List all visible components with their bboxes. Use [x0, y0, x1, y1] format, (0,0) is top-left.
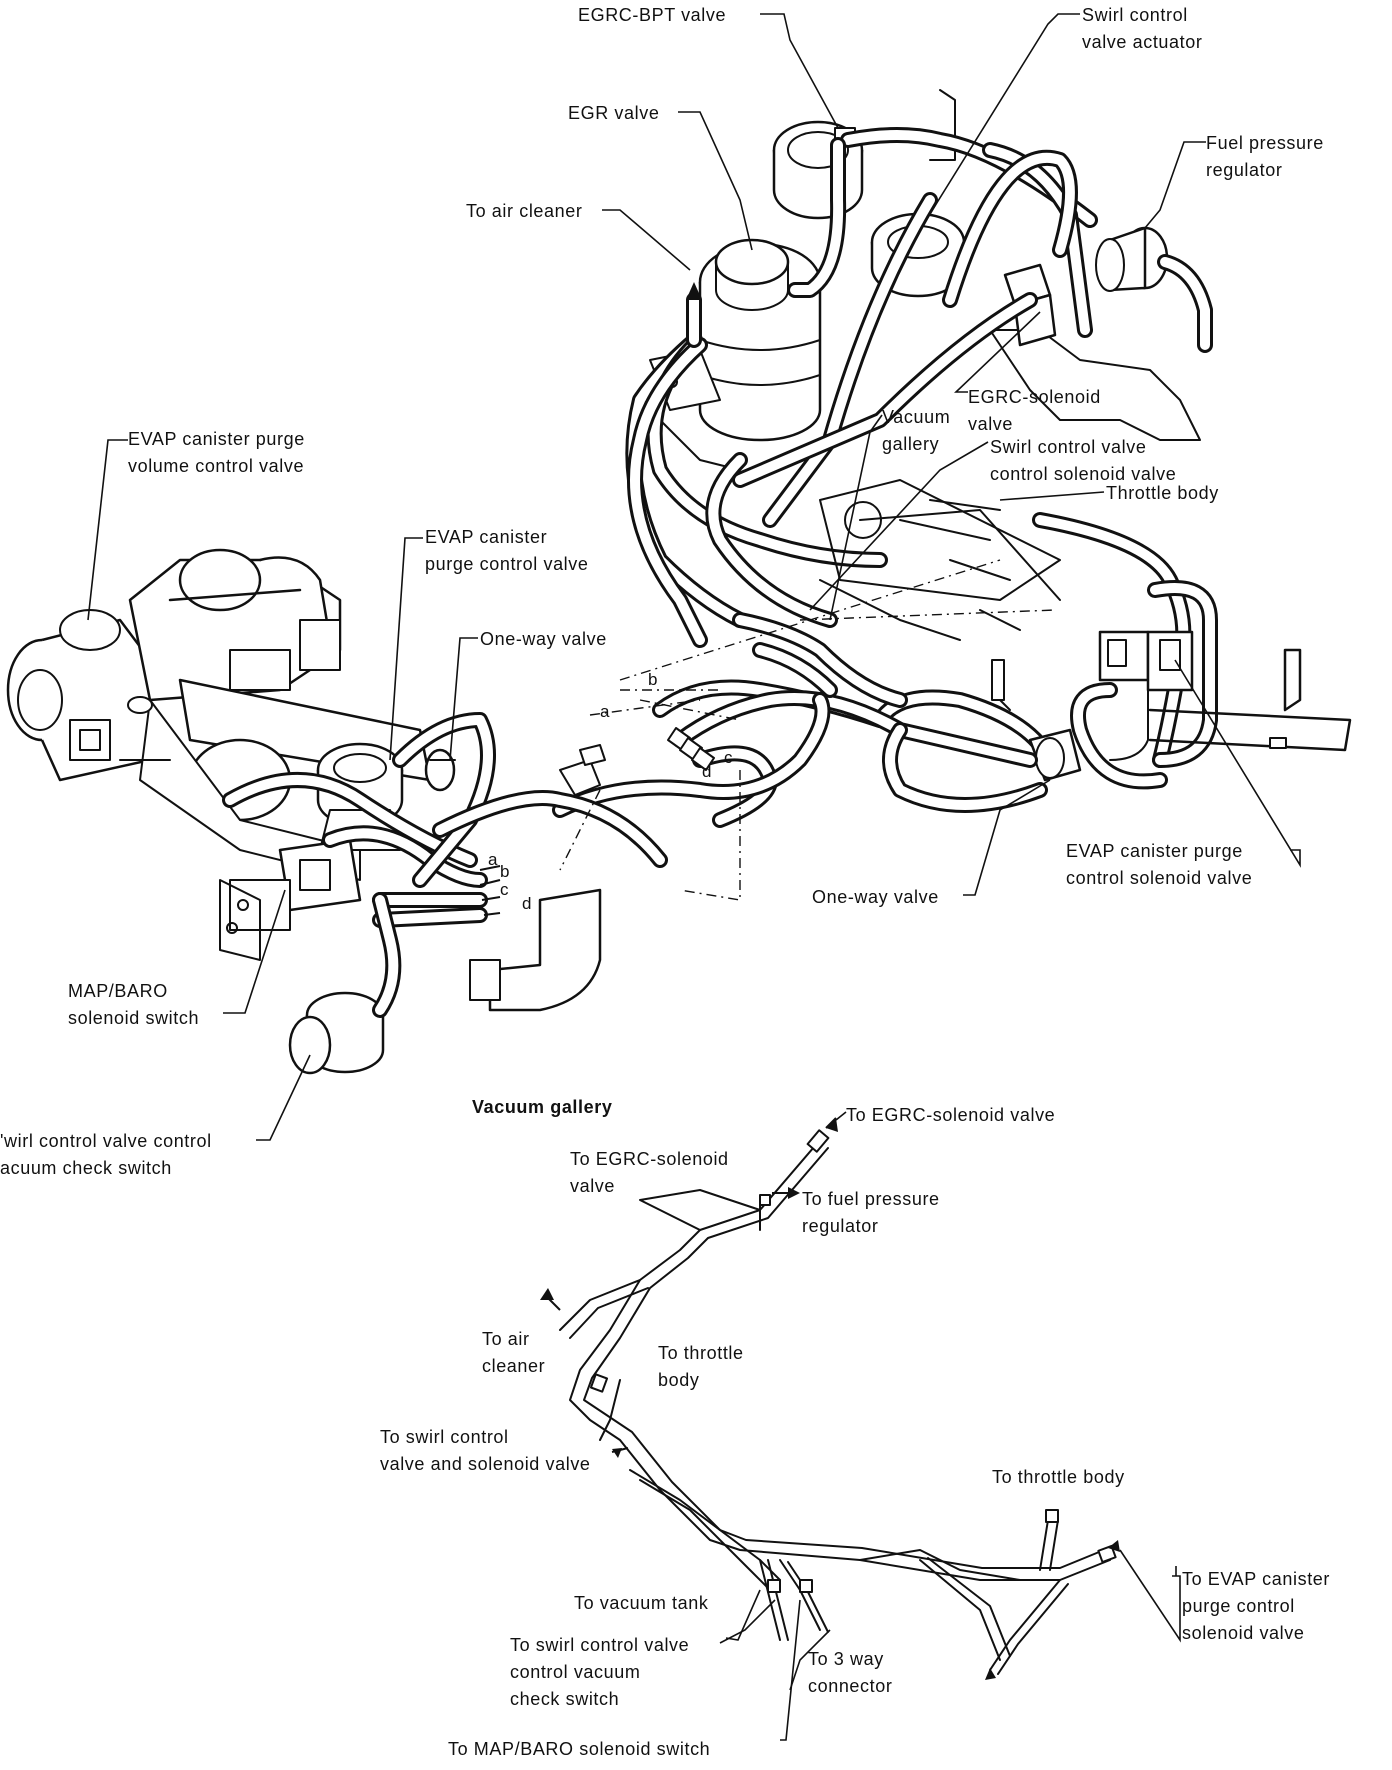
gallery-label-to-swirl-and-solenoid: To swirl control valve and solenoid valv… — [380, 1427, 591, 1474]
label-egrc-solenoid: EGRC-solenoid valve — [968, 387, 1101, 434]
gallery-label-to-map-baro: To MAP/BARO solenoid switch — [448, 1739, 711, 1759]
vacuum-gallery-schematic — [540, 1111, 1181, 1741]
label-vacuum-gallery: Vacuum gallery — [882, 407, 951, 454]
gallery-label-to-egrc-top: To EGRC-solenoid valve — [846, 1105, 1056, 1125]
gallery-label-to-egrc-left: To EGRC-solenoid valve — [570, 1149, 729, 1196]
map-baro-solenoid-part — [229, 838, 362, 931]
connector-letter-c-lower: c — [500, 880, 509, 899]
egr-valve-part — [649, 238, 822, 442]
gallery-label-to-fuel-pressure: To fuel pressure regulator — [802, 1189, 940, 1236]
connector-letter-b-lower: b — [500, 862, 510, 881]
upper-leader-lines — [87, 13, 1301, 1141]
one-way-valve-right-part — [1028, 728, 1082, 782]
label-evap-purge-control-valve: EVAP canister purge control valve — [425, 527, 589, 574]
evap-volume-valve-part — [6, 609, 152, 782]
swirl-check-switch-part — [288, 892, 402, 1075]
label-swirl-actuator: Swirl control valve actuator — [1082, 5, 1203, 52]
gallery-label-to-throttle-right: To throttle body — [992, 1467, 1125, 1487]
gallery-title: Vacuum gallery — [472, 1097, 613, 1117]
left-assembly-drawing — [6, 548, 668, 1075]
label-egrc-bpt-valve: EGRC-BPT valve — [578, 5, 727, 25]
connector-letter-c-upper: c — [724, 748, 733, 767]
evap-purge-solenoid-part — [1098, 630, 1194, 761]
connector-letter-b-upper: b — [648, 670, 658, 689]
label-fuel-pressure-regulator: Fuel pressure regulator — [1206, 133, 1324, 180]
label-swirl-solenoid: Swirl control valve control solenoid val… — [990, 437, 1177, 484]
gallery-label-to-vacuum-tank: To vacuum tank — [574, 1593, 709, 1613]
gallery-label-to-swirl-check: To swirl control valve control vacuum ch… — [510, 1635, 690, 1709]
label-throttle-body: Throttle body — [1106, 483, 1219, 503]
connector-letter-a-lower: a — [488, 850, 498, 869]
gallery-label-to-3way: To 3 way connector — [808, 1649, 893, 1696]
label-map-baro: MAP/BARO solenoid switch — [68, 981, 200, 1028]
label-evap-purge-solenoid: EVAP canister purge control solenoid val… — [1066, 841, 1253, 888]
label-one-way-valve-bottom: One-way valve — [812, 887, 939, 907]
label-one-way-valve-top: One-way valve — [480, 629, 607, 649]
connector-letter-a-upper: a — [600, 702, 610, 721]
gallery-label-to-air-cleaner: To air cleaner — [482, 1329, 546, 1376]
fuel-pressure-regulator-part — [1095, 226, 1213, 353]
label-to-air-cleaner: To air cleaner — [466, 201, 583, 221]
label-egr-valve: EGR valve — [568, 103, 660, 123]
label-swirl-check-switch: 'wirl control valve control acuum check … — [0, 1131, 212, 1178]
vacuum-gallery-part — [819, 479, 1061, 641]
gallery-label-to-evap-solenoid: To EVAP canister purge control solenoid … — [1182, 1569, 1331, 1643]
gallery-label-to-throttle-upper: To throttle body — [658, 1343, 744, 1390]
engine-assembly-drawing — [552, 89, 1352, 828]
one-way-valve-left-part — [424, 748, 456, 792]
connector-letter-d-upper: d — [702, 762, 712, 781]
connector-letter-d-lower: d — [522, 894, 532, 913]
label-evap-volume-valve: EVAP canister purge volume control valve — [128, 429, 305, 476]
